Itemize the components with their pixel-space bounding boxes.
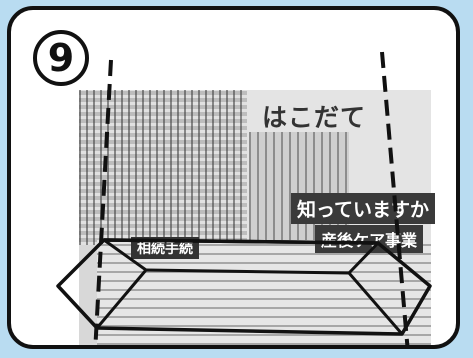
- box-inner-left-top: [103, 238, 147, 272]
- box-top-edge: [103, 238, 379, 245]
- newspaper-subheadline: 産後ケア事業: [315, 225, 424, 253]
- left-fold-guide-line: [93, 59, 113, 345]
- box-inner-right-top: [347, 241, 380, 275]
- box-inner-left-bottom: [95, 269, 148, 329]
- step-number-badge: 9: [33, 30, 89, 86]
- box-inner-top: [145, 268, 350, 275]
- box-outline-icon: [56, 238, 432, 336]
- instruction-card: 9 はこだて 知っていますか 産後ケア事業 相続手続: [7, 6, 460, 349]
- fold-diagram: [56, 51, 432, 345]
- newspaper-masthead: はこだて: [262, 103, 367, 132]
- box-inner-right-bottom: [347, 272, 404, 335]
- newspaper-sheet: はこだて 知っていますか 産後ケア事業 相続手続: [79, 90, 436, 345]
- box-left-crease: [56, 284, 99, 330]
- step-number: 9: [47, 36, 75, 80]
- right-fold-guide-line: [380, 51, 410, 345]
